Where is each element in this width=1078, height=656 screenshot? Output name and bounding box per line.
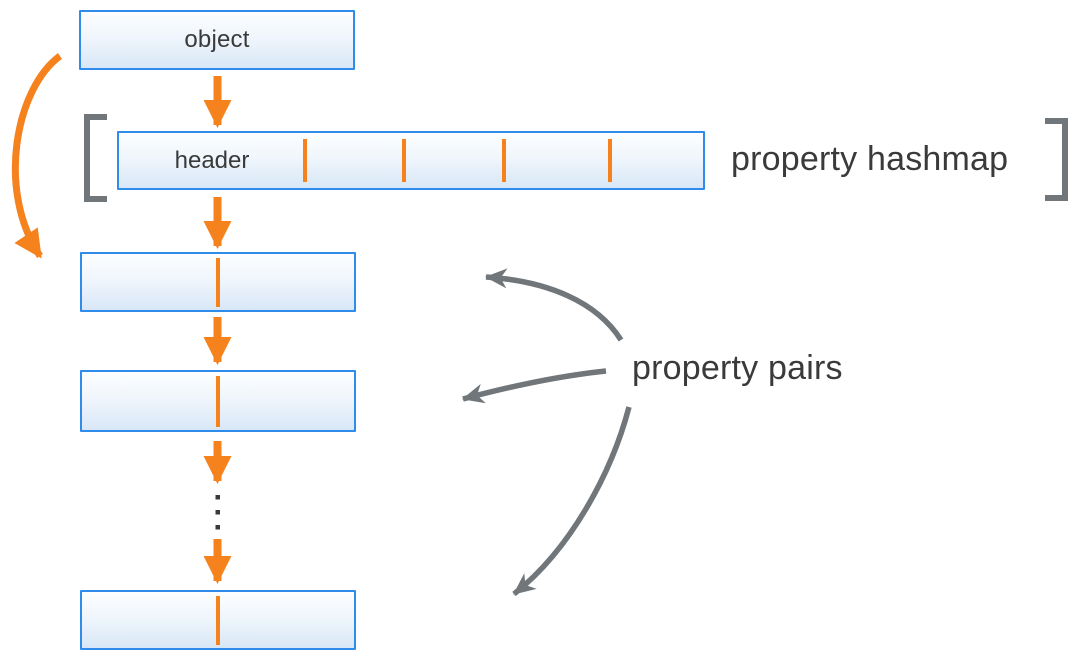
hashmap-box: header <box>117 131 705 190</box>
pair-divider <box>216 596 220 645</box>
object-box-label: object <box>184 26 250 53</box>
property-pair-box-3 <box>80 590 356 650</box>
property-pair-box-1 <box>80 252 356 312</box>
hashmap-slot-divider <box>402 139 406 182</box>
pair-divider <box>216 376 220 427</box>
pairs-caption: property pairs <box>632 349 843 387</box>
pairs-annotation-arrow-middle-icon <box>462 368 607 404</box>
vertical-ellipsis-dots <box>215 495 220 530</box>
pair-divider <box>216 258 220 307</box>
pairs-annotation-arrow-top-icon <box>485 268 624 342</box>
curved-arrow-object-to-pair-1-icon <box>11 53 63 259</box>
hashmap-header-cell-label: header <box>174 146 250 174</box>
hashmap-slot-divider <box>502 139 506 182</box>
property-pair-box-2 <box>80 370 356 432</box>
left-bracket <box>84 114 107 202</box>
hashmap-slot-divider <box>608 139 612 182</box>
hashmap-slot-divider <box>303 139 307 182</box>
hashmap-caption: property hashmap <box>731 140 1009 178</box>
object-box: object <box>79 10 355 70</box>
right-bracket <box>1045 118 1068 201</box>
pairs-annotation-arrow-bottom-icon <box>512 406 632 597</box>
